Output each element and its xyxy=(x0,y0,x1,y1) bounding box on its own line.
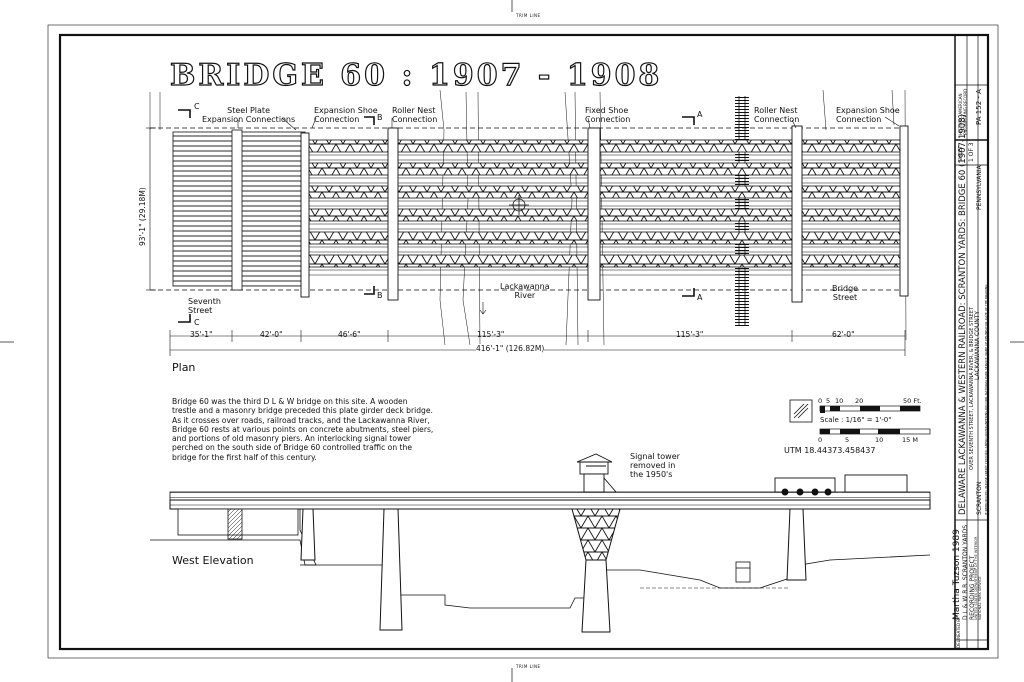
scale-m-0: 0 xyxy=(818,436,823,444)
elevation-girder xyxy=(169,499,931,510)
slat-pier xyxy=(231,129,243,291)
outer-border xyxy=(47,24,999,659)
utm-coordinates: UTM 18.44373.458437 xyxy=(784,446,876,455)
passing-train xyxy=(735,561,751,583)
label-roller-nest-2: Roller Nest Connection xyxy=(754,106,800,124)
sheet-number: 1 OF 3 xyxy=(968,142,975,162)
delineated-by-label: DELINEATED BY xyxy=(956,616,961,648)
haer-label: HISTORIC AMERICAN ENGINEERING RECORD xyxy=(958,88,968,135)
dim-overall: 416'-1" (126.82M) xyxy=(476,344,545,353)
drawing-title: BRIDGE 60 : 1907 - 1908 xyxy=(169,57,663,93)
label-roller-nest-1: Roller Nest Connection xyxy=(392,106,438,124)
footer-note: IF REPRODUCED, PLEASE CREDIT: HISTORIC A… xyxy=(984,284,988,515)
center-target xyxy=(509,195,529,215)
section-mark-a-top: A xyxy=(697,110,703,119)
label-bridge-street: Bridge Street xyxy=(832,284,859,302)
inner-border xyxy=(58,33,990,651)
section-mark-c-top: C xyxy=(194,102,200,111)
scale-ft-0: 0 xyxy=(818,397,823,405)
dim-span-2: 42'-0" xyxy=(260,330,283,339)
label-fixed-shoe: Fixed Shoe Connection xyxy=(585,106,631,124)
dim-span-3: 46'-6" xyxy=(338,330,361,339)
steel-tower-pier xyxy=(571,508,621,561)
west-elevation xyxy=(150,453,931,633)
delineator-name: Martha Tuzson 1989 xyxy=(952,529,962,620)
scale-m-10: 10 xyxy=(875,436,884,444)
state-block: PENNSYLVANIA xyxy=(976,165,983,210)
scale-ft-10: 10 xyxy=(835,397,844,405)
section-cut-markers xyxy=(178,109,695,323)
locomotive xyxy=(774,474,908,496)
ground-profile xyxy=(150,539,931,609)
city-block: SCRANTON xyxy=(976,481,983,515)
label-expansion-shoe-2: Expansion Shoe Connection xyxy=(836,106,900,124)
section-mark-a-bottom: A xyxy=(697,293,703,302)
scale-ft-5: 5 xyxy=(826,397,831,405)
trim-line-top: TRIM LINE xyxy=(516,13,541,18)
main-title-block: DELAWARE LACKAWANNA & WESTERN RAILROAD: … xyxy=(958,114,968,515)
scale-ft-50: 50 Ft. xyxy=(903,397,922,405)
label-leaders xyxy=(237,116,900,315)
signal-tower-note: Signal tower removed in the 1950's xyxy=(630,452,680,479)
description-text: Bridge 60 was the third D L & W bridge o… xyxy=(172,397,434,462)
section-mark-c-bottom: C xyxy=(194,318,200,327)
label-steel-plate: Steel Plate Expansion Connections xyxy=(202,106,296,124)
scale-ft-20: 20 xyxy=(855,397,864,405)
dim-span-5: 115'-3" xyxy=(676,330,704,339)
plan-view xyxy=(146,89,909,356)
dim-vertical: 93'-1" (29.18M) xyxy=(138,187,147,246)
elevation-heading: West Elevation xyxy=(172,554,254,567)
label-expansion-shoe-1: Expansion Shoe Connection xyxy=(314,106,378,124)
plan-heading: Plan xyxy=(172,361,196,374)
plan-piers xyxy=(300,125,909,303)
scale-text: Scale : 1/16" = 1'-0" xyxy=(820,416,892,424)
dim-span-6: 62'-0" xyxy=(832,330,855,339)
project-subtitle: UNITED STATES DEPARTMENT OF THE INTERIOR… xyxy=(974,536,982,621)
graphic-scale-bars xyxy=(819,405,931,435)
section-mark-b-bottom: B xyxy=(377,291,383,300)
trim-line-bottom: TRIM LINE xyxy=(516,664,541,669)
sheet-label: SHEET xyxy=(958,145,964,162)
county-block: LACKAWANNA COUNTY xyxy=(974,310,981,380)
haer-number: PA 152 - A xyxy=(975,89,983,125)
dim-span-4: 115'-3" xyxy=(477,330,505,339)
dim-span-1: 35'-1" xyxy=(190,330,213,339)
scale-m-5: 5 xyxy=(845,436,850,444)
label-seventh-street: Seventh Street xyxy=(188,297,221,315)
scale-m-15: 15 M xyxy=(902,436,918,444)
girder-tracks xyxy=(304,139,906,268)
title-block-frame xyxy=(954,35,988,649)
elevation-piers xyxy=(300,508,807,633)
section-mark-b-top: B xyxy=(377,113,383,122)
rail-lines xyxy=(305,154,905,276)
signal-tower xyxy=(576,453,617,493)
north-arrow-box xyxy=(789,399,813,423)
label-river: Lackawanna River xyxy=(500,282,550,300)
